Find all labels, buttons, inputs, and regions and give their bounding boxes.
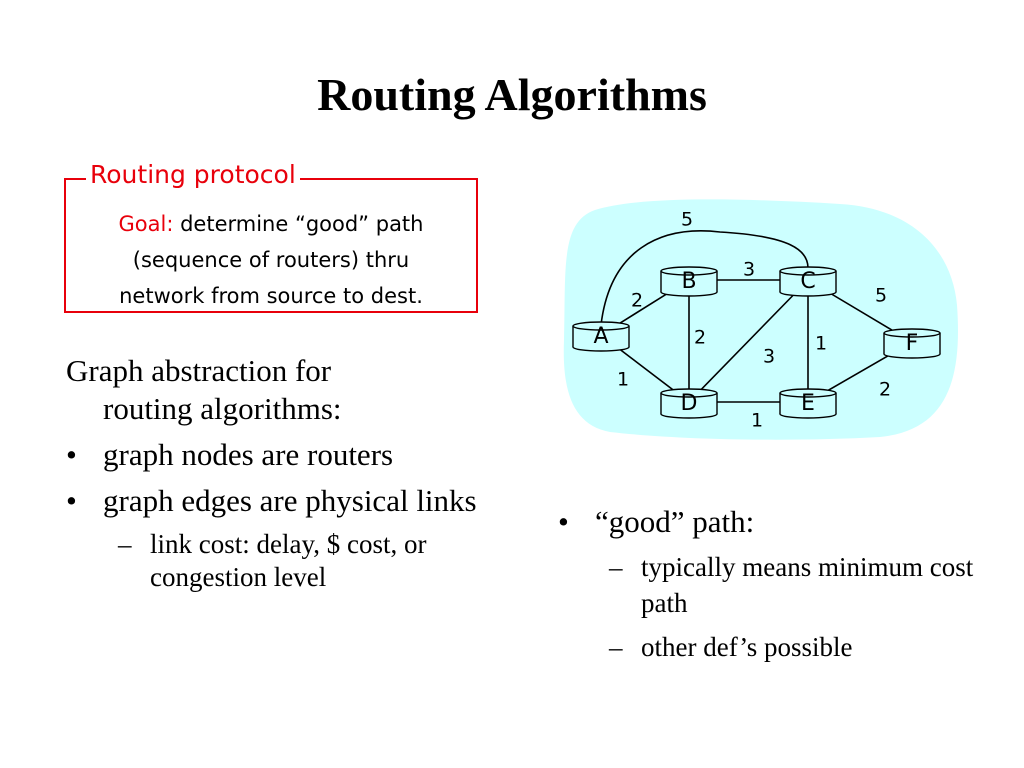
bullet-graph-edges: graph edges are physical links <box>66 482 486 520</box>
edge-A-C <box>600 230 809 326</box>
goal-line-2: (sequence of routers) thru <box>132 248 410 272</box>
routing-protocol-label: Routing protocol <box>86 158 300 192</box>
router-label-D: D <box>681 391 698 416</box>
router-label-C: C <box>800 269 815 294</box>
sub-bullet-other-defs: other def’s possible <box>558 629 978 665</box>
router-F: F <box>883 328 941 359</box>
edge-C-D <box>688 279 809 403</box>
goal-line-1: Goal: determine “good” path <box>68 206 474 242</box>
cost-label-B-C: 3 <box>743 259 755 281</box>
sub-bullet-link-cost: link cost: delay, $ cost, or congestion … <box>66 528 486 594</box>
cost-label-C-E: 1 <box>815 333 827 355</box>
cost-label-A-C: 5 <box>681 209 693 231</box>
cost-label-E-F: 2 <box>879 379 891 401</box>
cloud-shape <box>563 199 958 440</box>
router-label-B: B <box>681 269 696 294</box>
router-C: C <box>779 266 837 297</box>
cost-label-C-D: 3 <box>763 346 775 368</box>
intro-line-1: Graph abstraction for <box>66 353 332 388</box>
router-label-F: F <box>906 331 919 356</box>
goal-line-3: network from source to dest. <box>119 284 423 308</box>
slide-title: Routing Algorithms <box>317 69 707 120</box>
bullet-good-path: “good” path: <box>558 503 978 541</box>
goal-text: determine “good” path <box>173 212 424 236</box>
router-B: B <box>660 266 718 297</box>
bullet-graph-nodes: graph nodes are routers <box>66 436 486 474</box>
cost-label-D-E: 1 <box>751 410 763 432</box>
goal-label: Goal: <box>118 212 174 236</box>
router-E: E <box>779 388 837 419</box>
routing-protocol-goal: Goal: determine “good” path (sequence of… <box>68 206 474 314</box>
cost-label-A-D: 1 <box>617 369 629 391</box>
router-A: A <box>572 321 630 352</box>
network-cloud <box>563 199 958 440</box>
good-path-text: “good” path: typically means minimum cos… <box>558 495 978 665</box>
cost-label-B-D: 2 <box>694 327 706 349</box>
router-label-E: E <box>801 391 815 416</box>
router-label-A: A <box>593 324 608 349</box>
router-D: D <box>660 388 718 419</box>
cost-label-C-F: 5 <box>875 285 887 307</box>
sub-bullet-min-cost: typically means minimum cost path <box>558 549 978 621</box>
edge-costs: 5 3 2 5 2 1 3 1 2 1 <box>617 209 891 432</box>
intro-line-2: routing algorithms: <box>103 391 342 426</box>
graph-abstraction-text: Graph abstraction for routing algorithms… <box>66 352 486 594</box>
router-nodes: A B C D E F <box>572 266 941 419</box>
cost-label-A-B: 2 <box>631 290 643 312</box>
